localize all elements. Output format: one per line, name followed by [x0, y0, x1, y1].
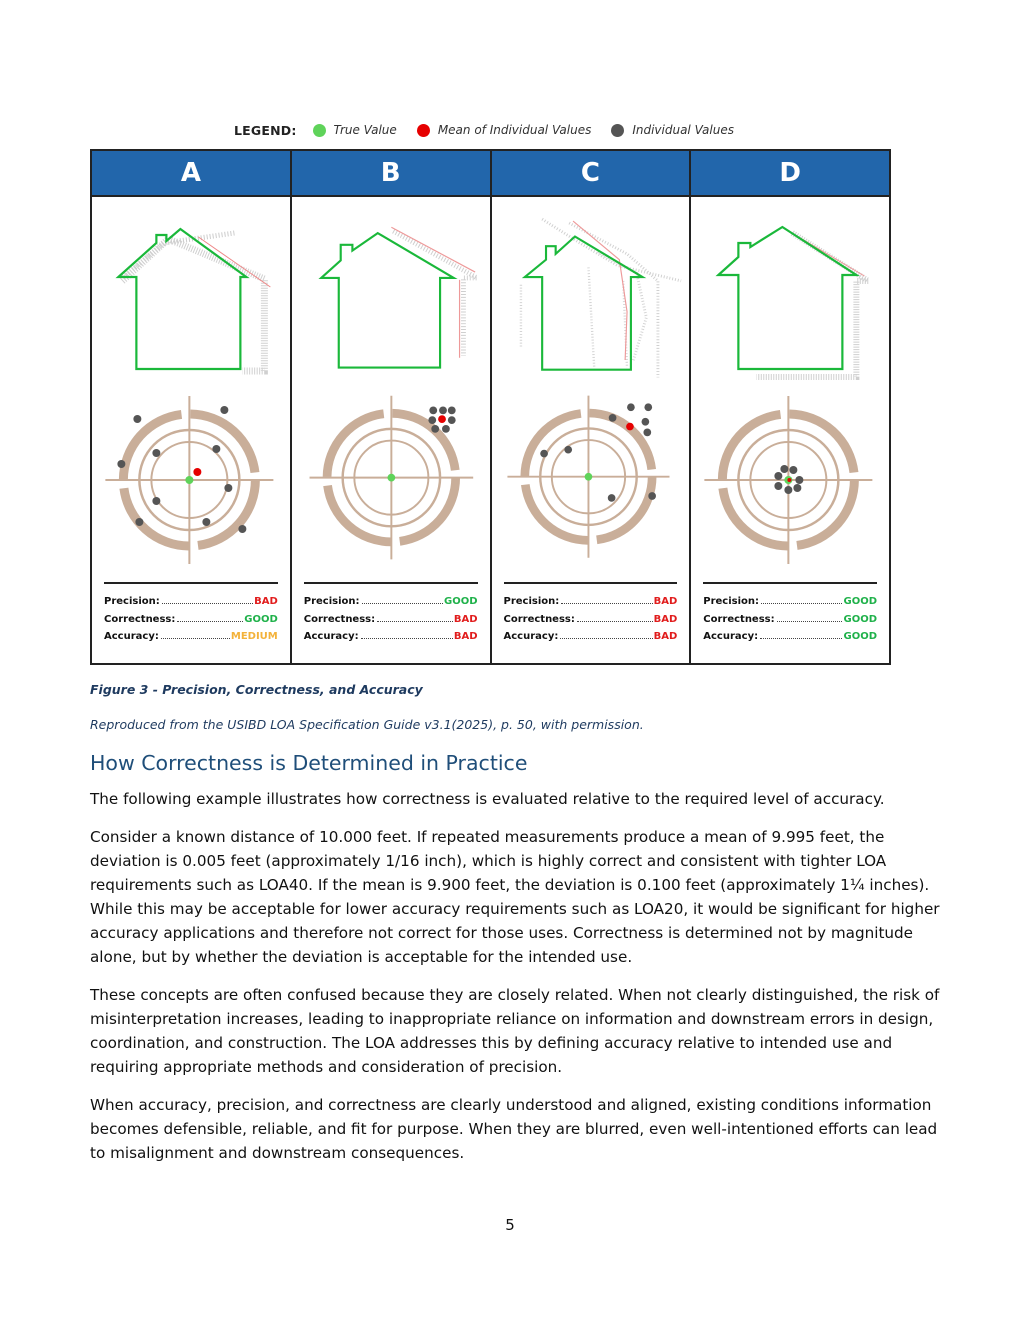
panel-a: A	[92, 151, 292, 663]
panel-c: C	[491, 151, 692, 663]
paragraph: Consider a known distance of 10.000 feet…	[90, 828, 940, 966]
metric-correctness: Correctness: BAD	[303, 613, 478, 625]
target-icon	[506, 395, 669, 558]
legend-label: True Value	[333, 123, 397, 137]
metrics-list: Precision: BAD Correctness: GOOD Accurac…	[104, 582, 278, 649]
legend-item-individual: Individual Values	[611, 123, 734, 137]
status-badge: GOOD	[843, 613, 877, 625]
figure-caption: Figure 3 - Precision, Correctness, and A…	[90, 682, 423, 697]
gray-dot-icon	[611, 123, 625, 137]
legend-label: Individual Values	[632, 123, 734, 137]
status-badge: BAD	[653, 631, 678, 642]
panel-b: B	[291, 151, 492, 663]
metric-accuracy: Accuracy: GOOD	[703, 631, 877, 642]
status-badge: GOOD	[443, 596, 478, 607]
status-badge: BAD	[254, 596, 278, 607]
panel-d-illustration	[704, 225, 879, 564]
metric-correctness: Correctness: GOOD	[104, 613, 278, 625]
house-scan-icon	[519, 217, 681, 378]
metrics-list: Precision: BAD Correctness: BAD Accuracy…	[503, 582, 678, 649]
red-dot-icon	[416, 123, 430, 137]
paragraph: The following example illustrates how co…	[90, 790, 885, 808]
metric-precision: Precision: GOOD	[303, 596, 478, 607]
green-dot-icon	[312, 123, 326, 137]
panel-b-illustration	[309, 226, 487, 560]
legend-title: LEGEND:	[234, 122, 297, 138]
figure-credit: Reproduced from the USIBD LOA Specificat…	[90, 717, 644, 732]
metrics-list: Precision: GOOD Correctness: BAD Accurac…	[303, 582, 478, 649]
metric-correctness: Correctness: GOOD	[703, 613, 877, 625]
panel-a-illustration	[105, 227, 274, 564]
house-scan-icon	[715, 225, 879, 380]
panel-c-illustration	[506, 217, 681, 558]
metric-precision: Precision: GOOD	[703, 596, 877, 607]
panel-header: B	[291, 151, 490, 197]
metric-precision: Precision: BAD	[104, 596, 278, 607]
status-badge: BAD	[653, 613, 678, 625]
status-badge: GOOD	[843, 596, 877, 607]
house-scan-icon	[318, 226, 487, 369]
paragraph: When accuracy, precision, and correctnes…	[90, 1096, 938, 1162]
figure-legend: LEGEND: True Value Mean of Individual Va…	[234, 120, 794, 140]
status-badge: MEDIUM	[230, 631, 278, 642]
status-badge: GOOD	[843, 631, 877, 642]
status-badge: BAD	[653, 596, 678, 607]
target-icon	[105, 396, 274, 564]
metrics-list: Precision: GOOD Correctness: GOOD Accura…	[703, 582, 877, 649]
page-number: 5	[505, 1216, 515, 1234]
target-icon	[309, 395, 473, 560]
panel-header: D	[691, 151, 889, 197]
metric-accuracy: Accuracy: MEDIUM	[104, 631, 278, 642]
legend-label: Mean of Individual Values	[437, 123, 592, 137]
metric-accuracy: Accuracy: BAD	[503, 631, 678, 642]
status-badge: BAD	[453, 631, 478, 642]
metric-correctness: Correctness: BAD	[503, 613, 678, 625]
panel-d: D	[691, 151, 889, 663]
house-scan-icon	[115, 227, 271, 375]
panel-header: C	[491, 151, 690, 197]
status-badge: BAD	[453, 613, 478, 625]
metric-precision: Precision: BAD	[503, 596, 678, 607]
paragraph: These concepts are often confused becaus…	[90, 986, 940, 1076]
metric-accuracy: Accuracy: BAD	[303, 631, 478, 642]
target-icon	[704, 396, 873, 564]
precision-correctness-accuracy-figure: A	[90, 149, 891, 665]
section-heading: How Correctness is Determined in Practic…	[90, 751, 528, 775]
panel-header: A	[92, 151, 290, 197]
legend-item-true-value: True Value	[312, 123, 397, 137]
legend-item-mean: Mean of Individual Values	[416, 123, 592, 137]
status-badge: GOOD	[244, 613, 278, 625]
